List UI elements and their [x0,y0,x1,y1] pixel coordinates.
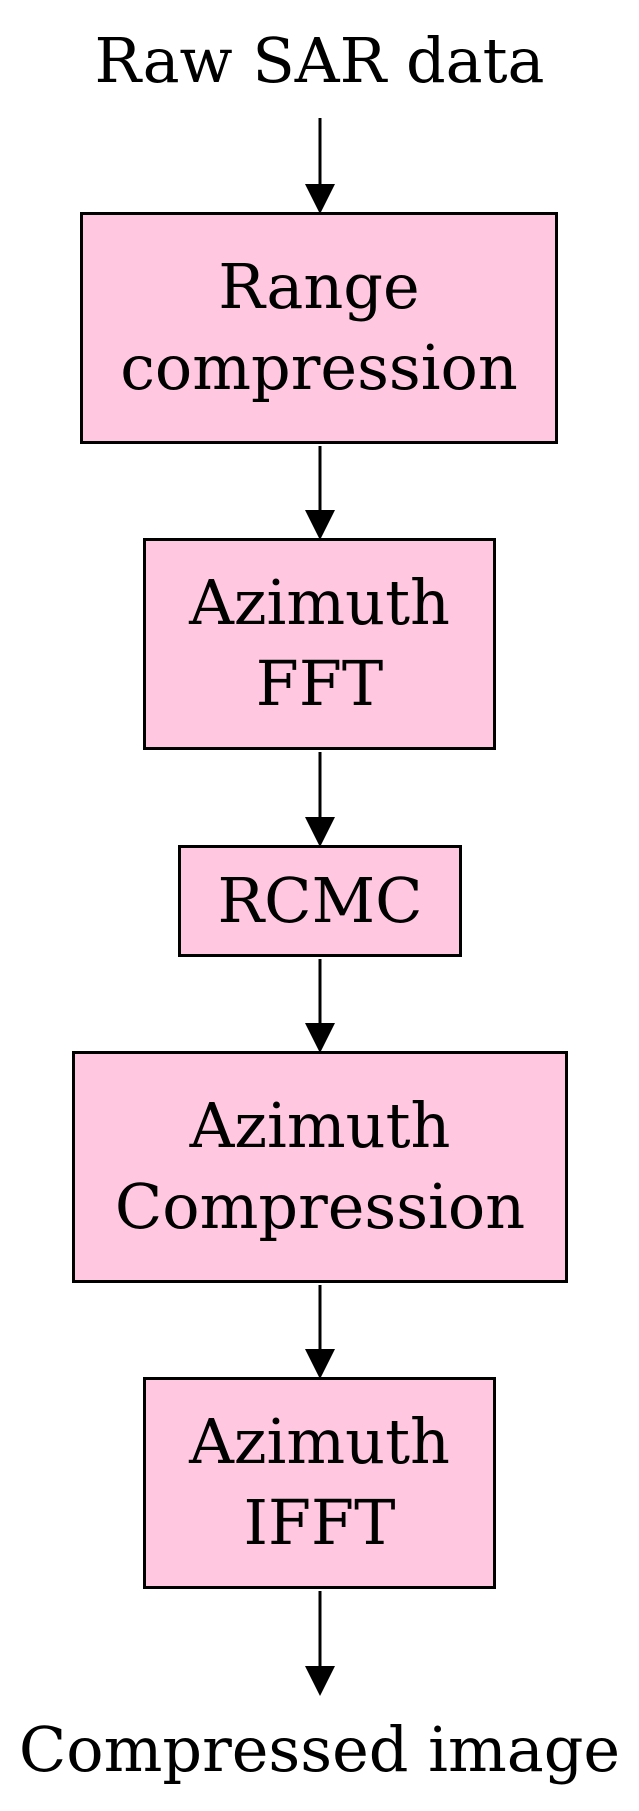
step-rcmc: RCMC [178,845,462,957]
step-azimuth-ifft-line1: Azimuth [189,1405,450,1479]
step-azimuth-fft: Azimuth FFT [143,538,496,750]
step-azimuth-fft-line2: FFT [255,647,384,720]
step-azimuth-ifft-line2: IFFT [243,1486,396,1559]
step-range-compression: Range compression [80,212,558,444]
output-label: Compressed image [18,1713,621,1786]
step-range-compression-line1: Range [218,250,420,324]
step-azimuth-compression-line2: Compression [114,1170,526,1243]
input-label: Raw SAR data [94,24,545,97]
step-azimuth-compression-line1: Azimuth [189,1089,451,1163]
step-rcmc-label: RCMC [217,863,423,937]
step-azimuth-ifft: Azimuth IFFT [143,1377,496,1589]
step-azimuth-fft-line1: Azimuth [189,566,450,640]
step-range-compression-line2: compression [120,331,518,404]
step-azimuth-compression: Azimuth Compression [72,1051,568,1283]
